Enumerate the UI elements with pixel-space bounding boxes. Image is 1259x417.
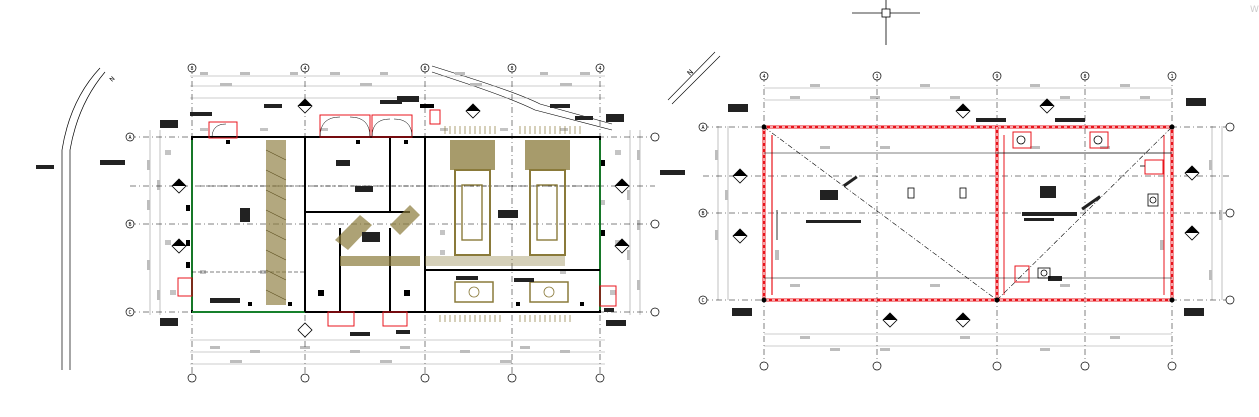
svg-text:N: N [686, 68, 695, 77]
grid-label-top-1: 8 [190, 66, 193, 72]
grating-bottom [439, 315, 571, 322]
callout-tags-left [36, 96, 685, 336]
doors-left [177, 109, 617, 327]
grating-top [444, 126, 581, 134]
grid-label-top-2: 4 [303, 66, 306, 72]
grid-label-side-1: A [128, 135, 131, 141]
grid-label-top-r1: 4 [762, 74, 765, 80]
grid-label-top-3: 8 [423, 66, 426, 72]
grid-label-side-r1: A [701, 125, 704, 131]
interior-walls-left [304, 137, 600, 312]
grid-label-top-5: 4 [598, 66, 601, 72]
road-curve [61, 67, 101, 370]
grid-label-side-2: B [128, 222, 131, 228]
dimension-ticks-left [165, 128, 621, 295]
svg-text:N: N [108, 75, 116, 83]
grid-label-top-4: 8 [510, 66, 513, 72]
stair-band [266, 140, 286, 305]
grid-label-side-3: C [128, 310, 131, 316]
north-crosshair [852, 0, 920, 45]
grid-label-top-r2: 1 [875, 74, 878, 80]
corner-label: W [1250, 5, 1259, 15]
floor-plan-right: 4 1 9 8 1 A B C N [667, 51, 1235, 371]
roof-vents [1012, 131, 1164, 283]
equipment-tank-1 [450, 140, 495, 256]
grid-label-side-r3: C [701, 298, 704, 304]
slope-lines [763, 126, 1173, 301]
equipment-tank-2 [525, 140, 570, 256]
grid-label-side-r2: B [701, 211, 704, 217]
callout-tags-right [728, 98, 1206, 316]
grid-bubbles-right [698, 71, 1235, 371]
floor-plan-left: N [36, 63, 685, 383]
grid-bubbles-top-left [125, 63, 660, 383]
dimension-ticks-right [715, 84, 1222, 351]
grid-label-top-r5: 1 [1170, 74, 1173, 80]
grid-label-top-r3: 9 [995, 74, 998, 80]
grid-label-top-r4: 8 [1083, 74, 1086, 80]
